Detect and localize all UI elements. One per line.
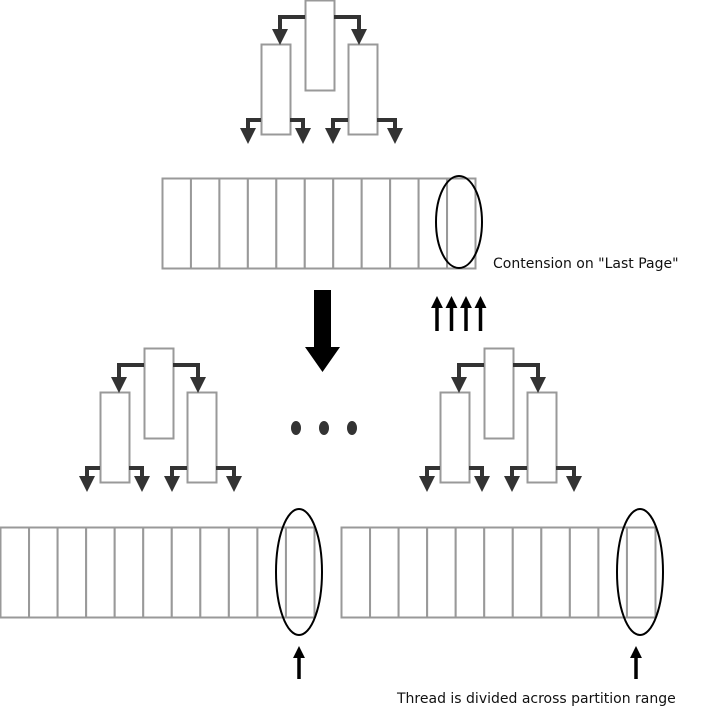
btree-child-node	[260, 43, 292, 136]
page-cell	[397, 526, 429, 619]
page-cell	[340, 526, 372, 619]
last-page-cell	[446, 177, 477, 270]
page-cell	[597, 526, 628, 619]
page-cell	[483, 526, 514, 619]
page-cell	[142, 526, 173, 619]
branch-arrow	[111, 363, 144, 393]
leaf-arrow	[469, 466, 490, 492]
leaf-arrow	[325, 118, 348, 144]
branch-arrow	[272, 15, 305, 45]
branch-arrow	[513, 363, 546, 393]
contention-label: Contension on "Last Page"	[493, 256, 679, 272]
leaf-arrow	[129, 466, 150, 492]
btree-child-node	[186, 391, 218, 484]
leaf-arrow	[556, 466, 582, 492]
branch-arrow	[334, 15, 367, 45]
page-cell	[369, 526, 400, 619]
page-cell	[303, 177, 335, 270]
last-page-cell	[284, 526, 316, 619]
page-cell	[189, 177, 221, 270]
btree-root-node	[143, 347, 175, 440]
btree-child-node	[526, 391, 558, 484]
leaf-arrow	[240, 118, 261, 144]
btree-root-node	[483, 347, 515, 440]
page-cell	[28, 526, 59, 619]
page-cell	[275, 177, 306, 270]
page-cell	[218, 177, 249, 270]
page-cell	[56, 526, 88, 619]
ellipsis-dot	[347, 421, 357, 435]
branch-arrow	[173, 363, 206, 393]
last-page-highlight-ellipse	[616, 508, 664, 636]
btree-child-node	[99, 391, 131, 484]
page-cell	[454, 526, 486, 619]
leaf-arrow	[79, 466, 100, 492]
last-page-cell	[625, 526, 657, 619]
leaf-arrow	[419, 466, 440, 492]
ellipsis-dot	[319, 421, 329, 435]
page-cell	[113, 526, 145, 619]
page-cell	[360, 177, 392, 270]
branch-arrow	[451, 363, 484, 393]
page-cell	[0, 526, 31, 619]
thread-divided-label: Thread is divided across partition range	[397, 691, 676, 707]
page-cell	[389, 177, 420, 270]
leaf-arrow	[504, 466, 527, 492]
page-cell	[568, 526, 600, 619]
page-cell	[256, 526, 287, 619]
page-cell	[511, 526, 543, 619]
page-cell	[199, 526, 230, 619]
page-cell	[170, 526, 202, 619]
page-cell	[227, 526, 259, 619]
page-cell	[161, 177, 192, 270]
btree-root-node	[304, 0, 336, 92]
page-cell	[426, 526, 457, 619]
btree-child-node	[347, 43, 379, 136]
page-cell	[540, 526, 571, 619]
page-cell	[332, 177, 363, 270]
leaf-arrow	[377, 118, 403, 144]
leaf-arrow	[216, 466, 242, 492]
last-page-highlight-ellipse	[435, 175, 483, 269]
page-cell	[246, 177, 278, 270]
leaf-arrow	[290, 118, 311, 144]
leaf-arrow	[164, 466, 187, 492]
btree-child-node	[439, 391, 471, 484]
page-cell	[85, 526, 116, 619]
last-page-highlight-ellipse	[275, 508, 323, 636]
transition-arrow	[305, 290, 340, 372]
page-cell	[417, 177, 449, 270]
ellipsis-dot	[291, 421, 301, 435]
